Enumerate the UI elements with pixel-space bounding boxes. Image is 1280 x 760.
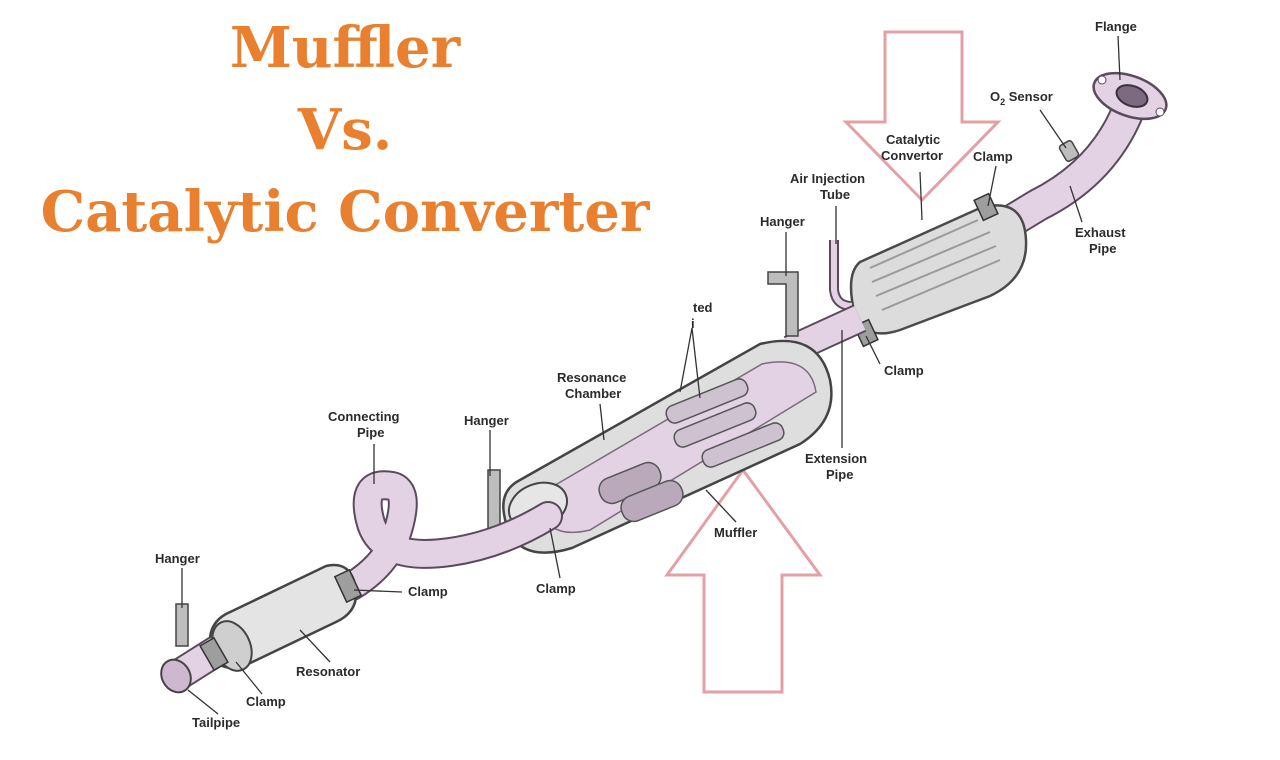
muffler: [502, 339, 833, 554]
label-hanger-mid: Hanger: [464, 413, 509, 428]
labels: Flange O2 Sensor Catalytic Convertor Cla…: [155, 19, 1137, 730]
hanger-bottom: [175, 603, 189, 647]
hanger-mid: [487, 469, 501, 531]
label-connecting-pipe-2: Pipe: [357, 425, 384, 440]
leader-lines: [181, 35, 1121, 715]
label-tailpipe: Tailpipe: [192, 715, 240, 730]
label-air-injection-2: Tube: [820, 187, 850, 202]
label-o2-sensor: O2 Sensor: [990, 89, 1053, 107]
catalytic-converter: [849, 192, 1028, 348]
label-resonance-chamber-2: Chamber: [565, 386, 621, 401]
muffler-arrow: [664, 467, 823, 694]
label-catalytic-convertor-1: Catalytic: [886, 132, 940, 147]
flange: [1092, 71, 1168, 121]
label-resonator: Resonator: [296, 664, 360, 679]
label-clamp-bottom: Clamp: [246, 694, 286, 709]
label-muffler: Muffler: [714, 525, 757, 540]
label-exhaust-pipe-1: Exhaust: [1075, 225, 1126, 240]
label-clamp-mid: Clamp: [408, 584, 448, 599]
label-connecting-pipe-1: Connecting: [328, 409, 400, 424]
label-catalytic-convertor-2: Convertor: [881, 148, 943, 163]
label-partial-i: i: [691, 316, 695, 331]
title-line-1: Muffler: [229, 15, 461, 81]
air-injection-tube: [829, 240, 853, 311]
label-resonance-chamber-1: Resonance: [557, 370, 626, 385]
title-line-3: Catalytic Converter: [40, 179, 650, 245]
label-hanger-bottom: Hanger: [155, 551, 200, 566]
label-air-injection-1: Air Injection: [790, 171, 865, 186]
exhaust-pipe: [993, 83, 1149, 239]
connecting-pipe: [305, 470, 563, 611]
label-clamp-top: Clamp: [973, 149, 1013, 164]
label-hanger-top: Hanger: [760, 214, 805, 229]
label-clamp-mid-right: Clamp: [884, 363, 924, 378]
title-line-2: Vs.: [297, 97, 393, 163]
label-partial-ted: ted: [693, 300, 713, 315]
hanger-top: [767, 271, 799, 337]
resonator: [208, 563, 363, 672]
label-flange: Flange: [1095, 19, 1137, 34]
label-exhaust-pipe-2: Pipe: [1089, 241, 1116, 256]
label-extension-pipe-2: Pipe: [826, 467, 853, 482]
label-clamp-center: Clamp: [536, 581, 576, 596]
tailpipe: [160, 636, 229, 694]
catalytic-converter-arrow: [842, 30, 1002, 203]
label-extension-pipe-1: Extension: [805, 451, 867, 466]
